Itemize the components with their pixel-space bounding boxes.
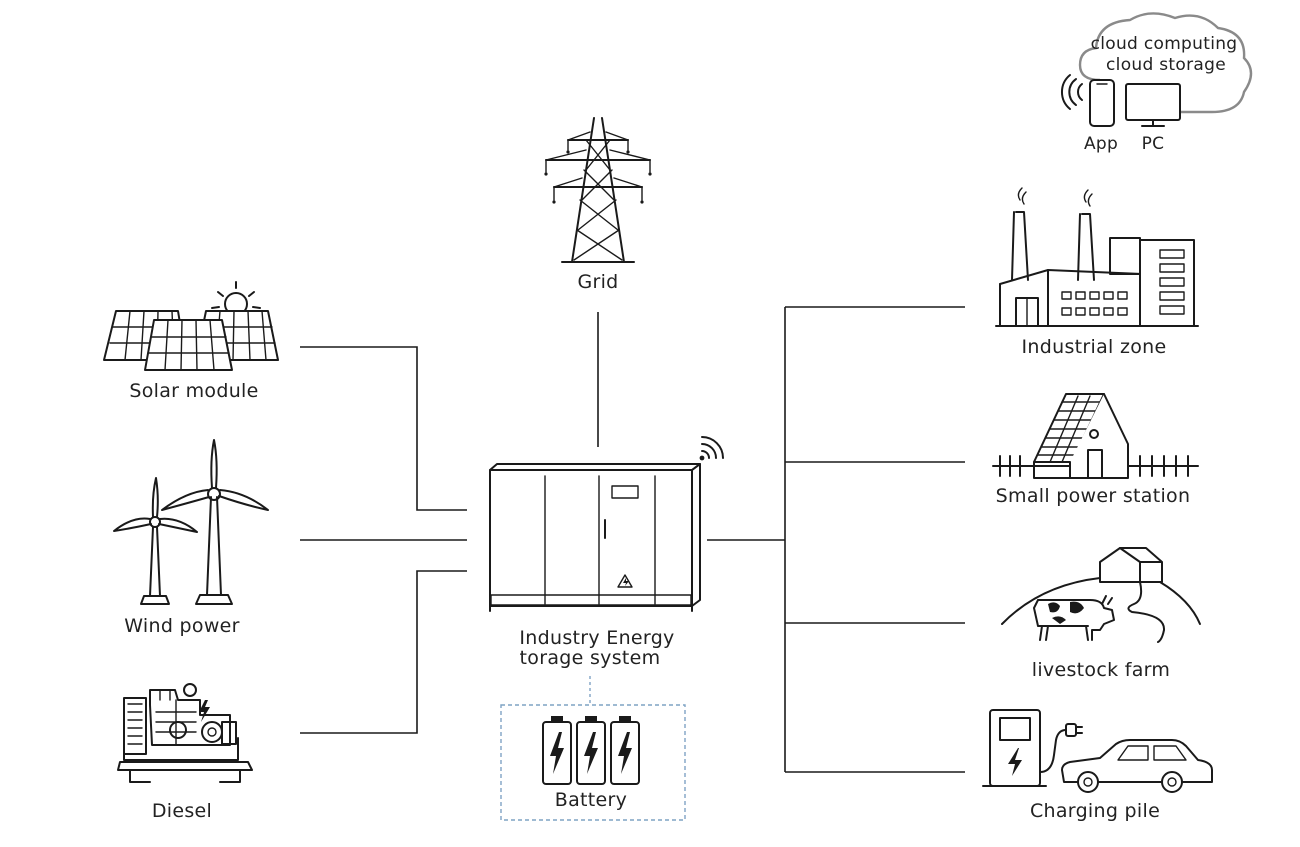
power-tower-icon xyxy=(544,117,652,263)
cloud-storage-label: cloud storage xyxy=(1106,55,1226,75)
pc-monitor-icon xyxy=(1125,83,1181,127)
industrial-zone-label: Industrial zone xyxy=(1021,336,1167,358)
wind-power-label: Wind power xyxy=(124,615,240,637)
small-station-icon xyxy=(992,393,1199,479)
solar-panel-icon xyxy=(103,281,279,371)
connector-lines-left xyxy=(300,312,599,734)
app-label: App xyxy=(1083,134,1119,154)
diesel-label: Diesel xyxy=(151,800,213,822)
battery-box xyxy=(500,704,686,821)
connector-lines-right xyxy=(707,306,965,773)
system-title-line1: Industry Energy xyxy=(519,627,675,649)
factory-icon xyxy=(995,187,1199,327)
diesel-generator-icon xyxy=(117,683,253,783)
wireless-signal-icon xyxy=(699,436,724,461)
livestock-farm-icon xyxy=(1001,547,1201,643)
livestock-farm-label: livestock farm xyxy=(1031,659,1171,681)
phone-signal-icon xyxy=(1060,74,1083,110)
cloud-computing-label: cloud computing xyxy=(1090,34,1238,54)
wind-turbine-icon xyxy=(113,439,269,605)
phone-icon xyxy=(1089,79,1115,127)
energy-storage-cabinet-icon xyxy=(489,463,701,612)
solar-module-label: Solar module xyxy=(129,380,259,402)
diesel-connector xyxy=(300,570,467,734)
battery-icon xyxy=(542,716,640,785)
battery-label: Battery xyxy=(554,789,628,811)
charging-pile-icon xyxy=(982,709,1083,787)
small-power-station-label: Small power station xyxy=(995,485,1191,507)
electric-car-icon xyxy=(1061,739,1213,793)
charging-pile-label: Charging pile xyxy=(1029,800,1161,822)
pc-label: PC xyxy=(1141,134,1165,154)
grid-label: Grid xyxy=(577,271,619,293)
solar-connector xyxy=(300,346,467,511)
system-title-line2: torage system xyxy=(519,647,661,669)
